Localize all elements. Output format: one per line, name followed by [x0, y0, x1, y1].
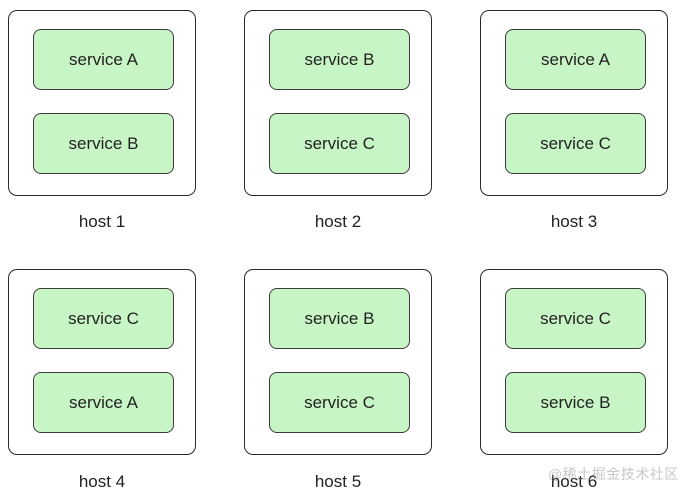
host-label-4: host 4: [78, 472, 126, 491]
host-label-2: host 2: [314, 212, 362, 231]
service-box: service A: [33, 29, 174, 90]
service-box: service B: [33, 113, 174, 174]
service-box: service A: [505, 29, 646, 90]
service-box: service C: [269, 113, 410, 174]
host-box-3: service A service C: [480, 10, 668, 196]
service-box: service B: [269, 29, 410, 90]
service-box: service B: [505, 372, 646, 433]
service-box: service B: [269, 288, 410, 349]
service-box: service C: [269, 372, 410, 433]
service-box: service C: [505, 288, 646, 349]
host-box-2: service B service C: [244, 10, 432, 196]
host-label-5: host 5: [314, 472, 362, 491]
service-box: service C: [33, 288, 174, 349]
service-box: service C: [505, 113, 646, 174]
service-box: service A: [33, 372, 174, 433]
host-box-6: service C service B: [480, 269, 668, 455]
host-box-1: service A service B: [8, 10, 196, 196]
host-label-3: host 3: [550, 212, 598, 231]
watermark: @稀土掘金技术社区: [548, 466, 679, 482]
host-label-6: host 6: [550, 472, 598, 491]
host-box-5: service B service C: [244, 269, 432, 455]
host-label-1: host 1: [78, 212, 126, 231]
host-box-4: service C service A: [8, 269, 196, 455]
